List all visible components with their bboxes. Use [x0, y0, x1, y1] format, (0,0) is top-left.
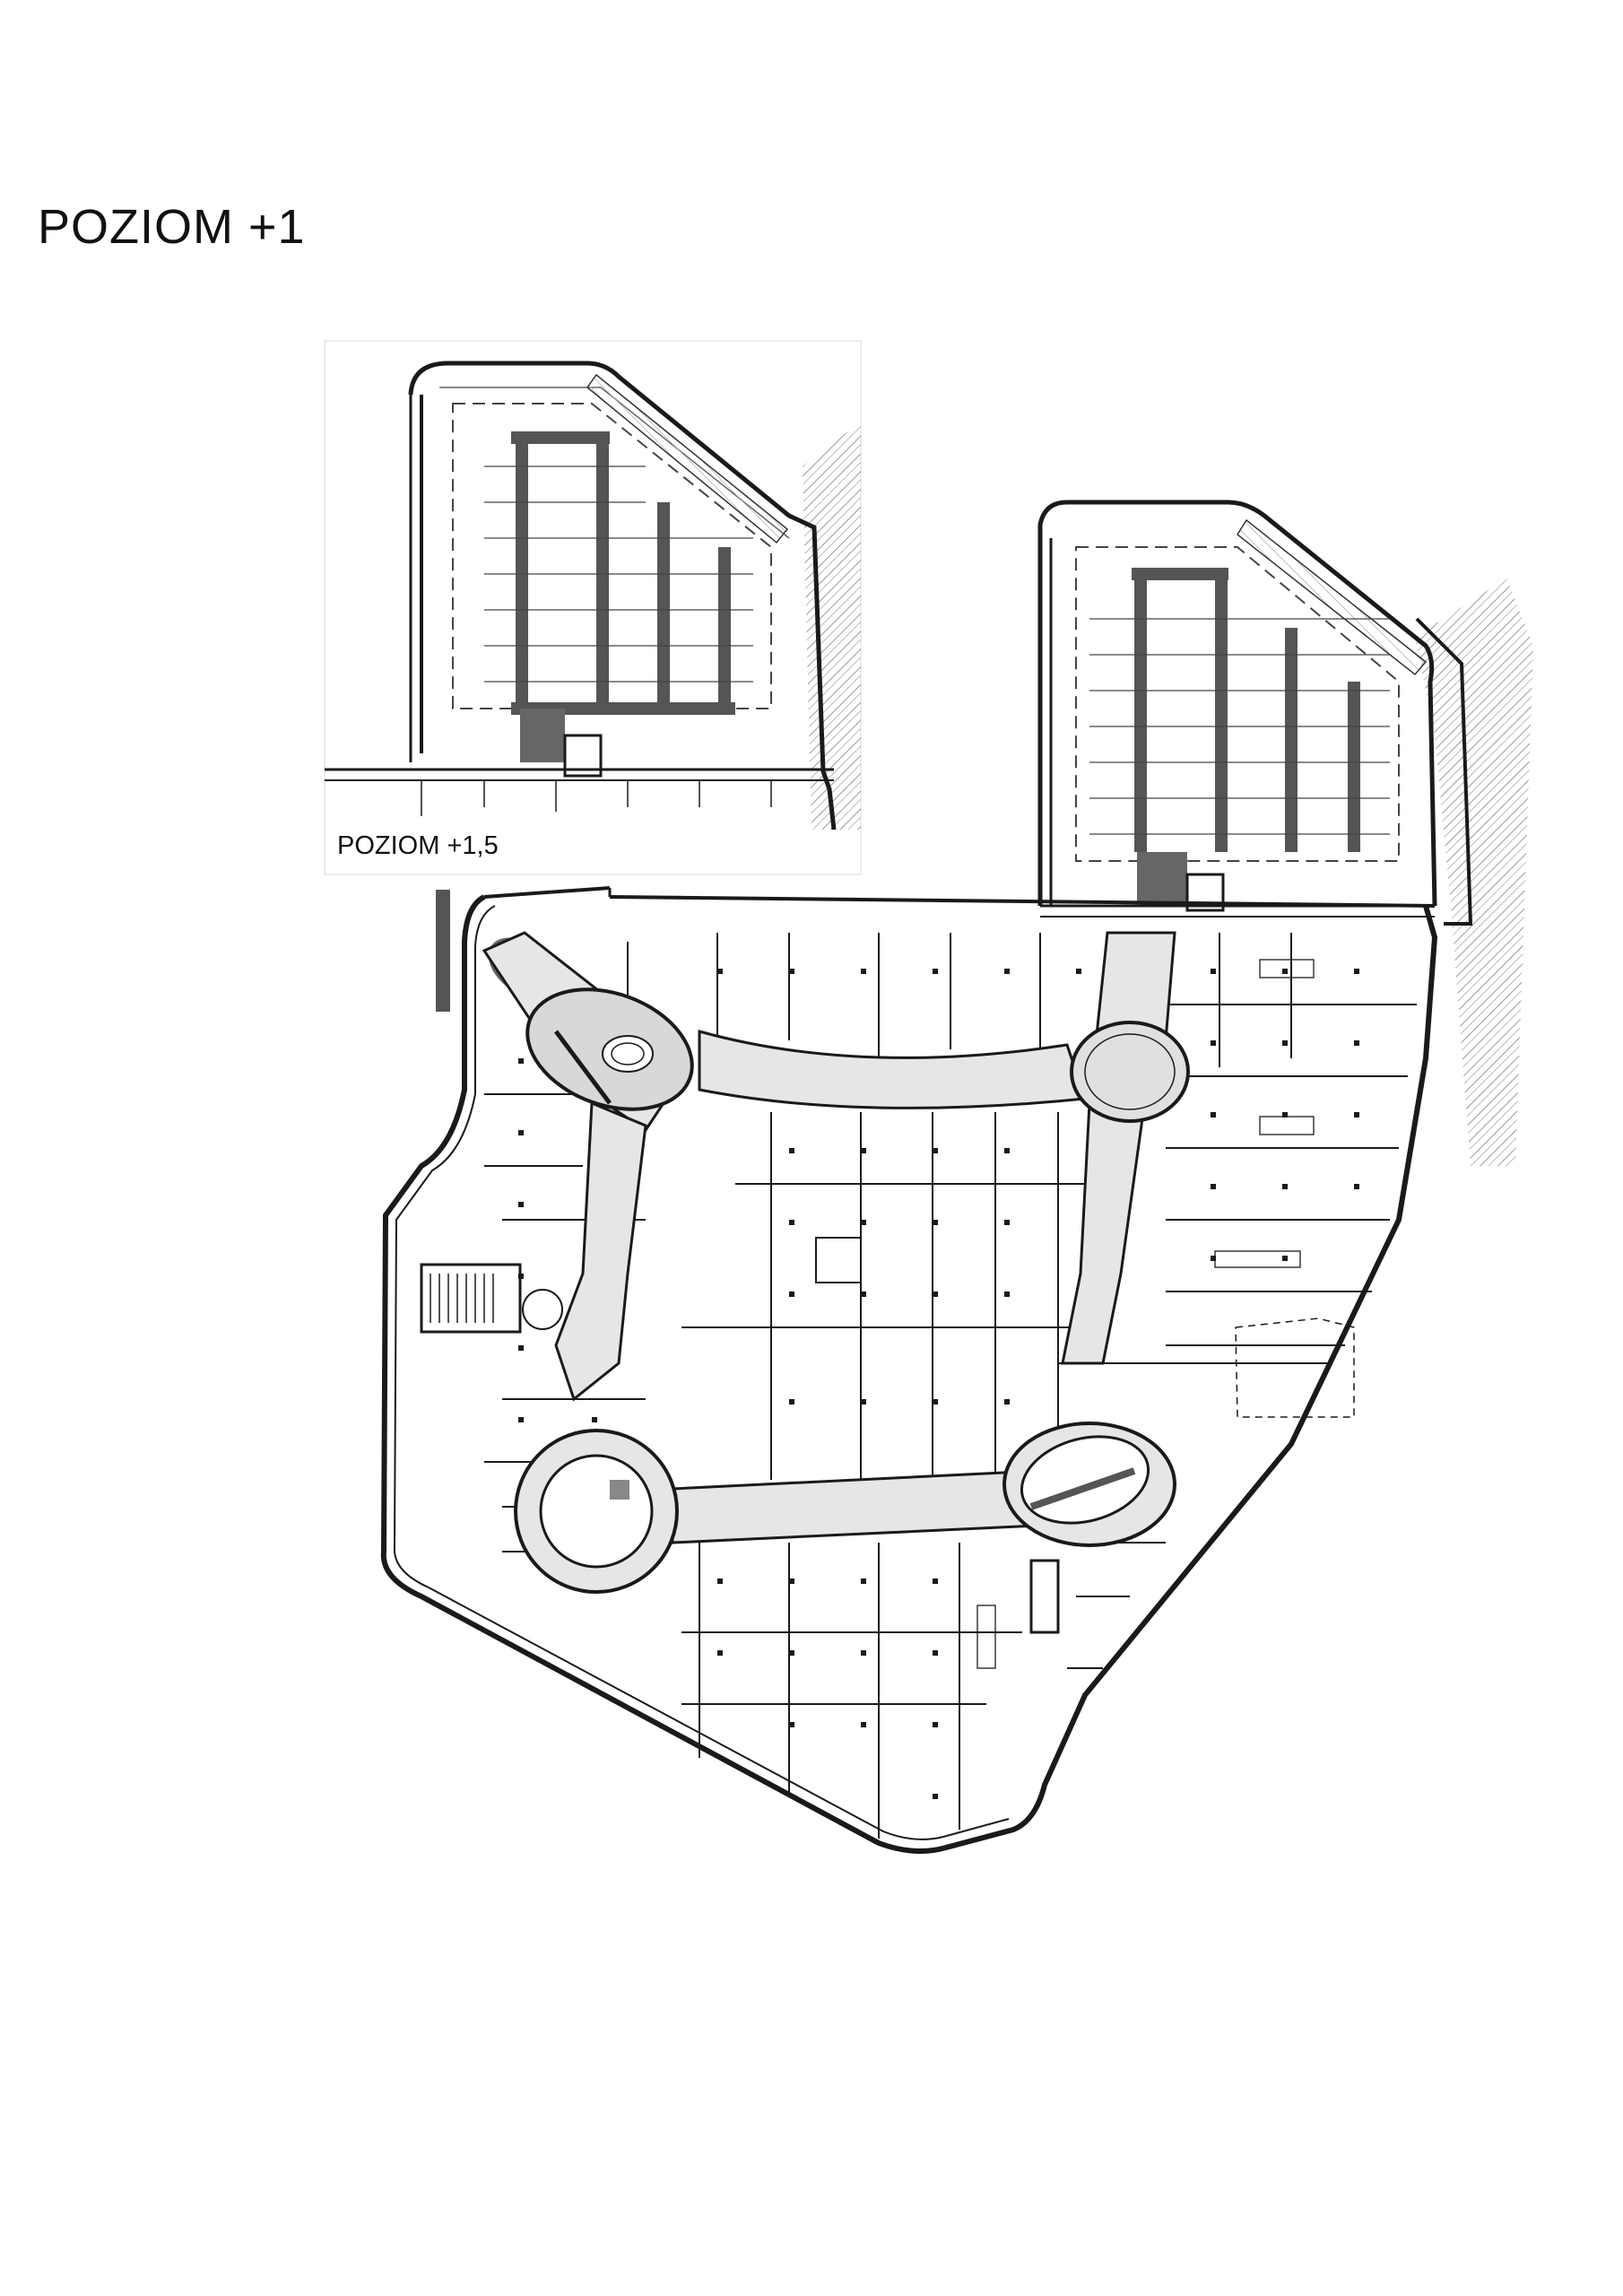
level-title-parking: POZIOM +1,5	[337, 831, 499, 860]
level-title-main: POZIOM +1	[38, 200, 306, 254]
parking-level-left	[324, 340, 862, 875]
parking-level-right	[1037, 500, 1533, 1166]
main-level-plan	[380, 886, 1438, 1854]
